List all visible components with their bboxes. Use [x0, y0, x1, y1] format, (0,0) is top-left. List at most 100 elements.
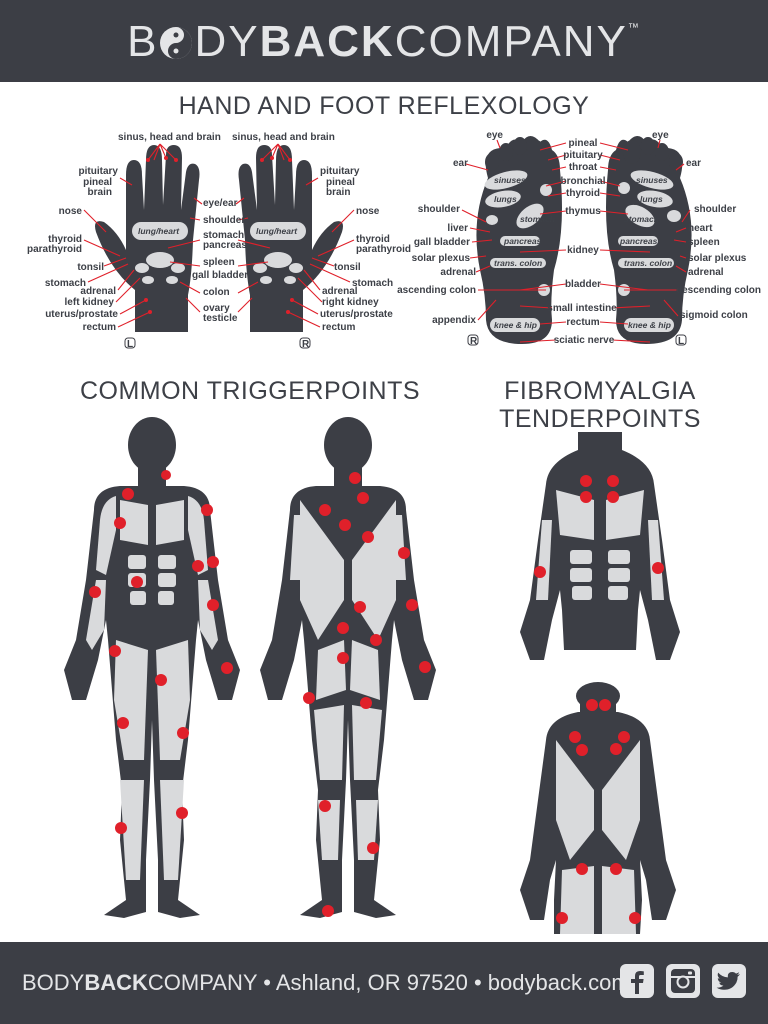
foot-marker-left: R [470, 336, 478, 347]
hand-label: brain [326, 187, 350, 198]
hand-label-sinus-right: sinus, head and brain [232, 132, 335, 143]
foot-label: shoulder [694, 204, 736, 215]
hand-label: eye/ear [203, 198, 238, 209]
lung-heart-label-right: lung/heart [256, 226, 298, 236]
hand-label: colon [203, 287, 230, 298]
foot-inner-label: stomach [624, 214, 659, 224]
foot-label: spleen [688, 237, 720, 248]
twitter-icon[interactable] [712, 964, 746, 998]
hand-label: thyroid [356, 234, 390, 245]
footer-info: BODYBACKCOMPANY • Ashland, OR 97520 • bo… [22, 970, 630, 995]
foot-label: ear [686, 158, 701, 169]
foot-label: throat [569, 162, 598, 173]
foot-inner-label: sinuses [494, 175, 526, 185]
hand-label: spleen [203, 257, 235, 268]
foot-label: ascending colon [397, 285, 476, 296]
front-figure [64, 417, 240, 918]
hand-leader-lines [83, 143, 355, 328]
hand-label: stomach [352, 278, 393, 289]
foot-inner-label: knee & hip [494, 320, 537, 330]
left-hand [95, 145, 200, 332]
hand-label: parathyroid [356, 244, 411, 255]
foot-inner-label: stomach [520, 214, 555, 224]
hand-label: pituitary [320, 166, 360, 177]
hand-label-sinus-left: sinus, head and brain [118, 132, 221, 143]
foot-inner-label: sinuses [636, 175, 668, 185]
hand-label: left kidney [65, 297, 115, 308]
foot-label: descending colon [676, 285, 761, 296]
foot-label: shoulder [418, 204, 460, 215]
yin-yang-icon [159, 4, 193, 59]
foot-marker-right: L [678, 336, 684, 347]
fibro-front-figure [520, 432, 680, 660]
hand-side-markers: L R [124, 337, 311, 350]
hand-label: pancreas [203, 240, 247, 251]
foot-label: solar plexus [412, 253, 471, 264]
instagram-icon[interactable] [666, 964, 700, 998]
hand-label: pineal [326, 177, 355, 188]
triggerpoints-title: COMMON TRIGGERPOINTS [79, 377, 421, 405]
foot-inner-label: lungs [494, 194, 517, 204]
hand-label: pituitary [79, 166, 119, 177]
hand-label: stomach [203, 230, 244, 241]
right-foot [476, 136, 562, 344]
hand-label: right kidney [322, 297, 379, 308]
foot-label: small intestine [547, 303, 617, 314]
tender-point-dots [534, 475, 664, 924]
hand-label: pineal [83, 177, 112, 188]
header-bar [0, 0, 768, 82]
foot-inner-label: knee & hip [628, 320, 671, 330]
foot-inner-label: pancreas [619, 236, 658, 246]
foot-label: adrenal [440, 267, 476, 278]
foot-side-markers: R L [467, 334, 687, 347]
foot-inner-label: pancreas [503, 236, 542, 246]
foot-label: sigmoid colon [680, 310, 748, 321]
hand-label: stomach [45, 278, 86, 289]
foot-label: adrenal [688, 267, 724, 278]
hand-label: tonsil [334, 262, 361, 273]
foot-label: heart [688, 223, 713, 234]
foot-label: bronchial [560, 176, 605, 187]
foot-label: sciatic nerve [554, 335, 615, 346]
foot-label: pineal [569, 138, 598, 149]
foot-label: solar plexus [688, 253, 747, 264]
hand-label: shoulder [203, 215, 245, 226]
foot-label: bladder [565, 279, 601, 290]
facebook-icon[interactable] [620, 964, 654, 998]
hand-label: uterus/prostate [45, 309, 118, 320]
hand-label: adrenal [322, 286, 358, 297]
foot-label: liver [447, 223, 468, 234]
foot-inner-label: trans. colon [494, 258, 542, 268]
foot-label: appendix [432, 315, 476, 326]
hand-marker-left: L [127, 339, 133, 350]
hand-label: gall bladder [192, 270, 248, 281]
hand-label: nose [59, 206, 83, 217]
hand-label: ovary [203, 303, 230, 314]
hand-marker-right: R [302, 339, 310, 350]
right-hand [238, 145, 343, 332]
hand-dots [144, 156, 294, 314]
trigger-point-dots [89, 470, 431, 917]
lung-heart-label-left: lung/heart [138, 226, 180, 236]
hand-label: parathyroid [27, 244, 82, 255]
foot-label: ear [453, 158, 468, 169]
foot-leader-lines [461, 139, 691, 343]
hand-label: rectum [322, 322, 355, 333]
hand-label: adrenal [80, 286, 116, 297]
hand-label: uterus/prostate [320, 309, 393, 320]
fibro-back-figure [520, 682, 676, 934]
foot-label: rectum [566, 317, 599, 328]
hand-label: tonsil [77, 262, 104, 273]
hand-label: thyroid [48, 234, 82, 245]
hand-label: rectum [83, 322, 116, 333]
foot-label: pituitary [563, 150, 603, 161]
left-foot [606, 136, 692, 344]
foot-label: eye [486, 130, 503, 141]
foot-label: thymus [565, 206, 601, 217]
foot-inner-label: trans. colon [624, 258, 672, 268]
